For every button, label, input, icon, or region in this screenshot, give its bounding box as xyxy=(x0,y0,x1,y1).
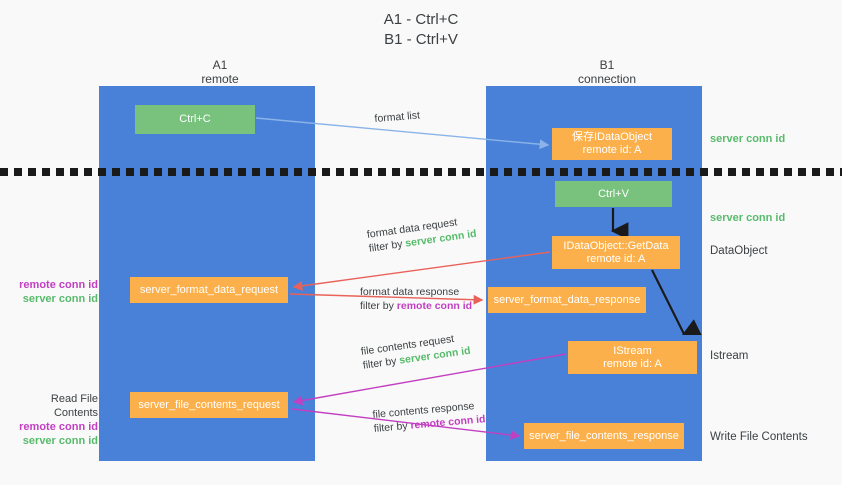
annotation-server-conn-id: server conn id xyxy=(22,293,98,305)
annotation-server-conn-id-mid: server conn id xyxy=(710,211,785,225)
column-b1-name: B1 xyxy=(599,58,615,72)
column-header-b1: B1 connection xyxy=(517,58,697,86)
column-b1-role: connection xyxy=(577,72,637,86)
column-a1-role: remote xyxy=(201,72,239,86)
phase-separator xyxy=(0,168,842,176)
node-server-file-contents-request[interactable]: server_file_contents_request xyxy=(130,392,288,418)
node-save-idataobject-label: 保存IDataObject xyxy=(571,131,653,143)
filter-prefix: filter by xyxy=(373,419,411,435)
annotation-write-file-contents: Write File Contents xyxy=(710,431,808,443)
annotation-server-conn-id: server conn id xyxy=(22,435,98,447)
annotation-text: server conn id xyxy=(710,133,786,145)
annotation-remote-conn-id: remote conn id xyxy=(19,421,98,433)
column-a1-name: A1 xyxy=(212,58,228,72)
node-ctrl-c[interactable]: Ctrl+C xyxy=(135,105,255,134)
node-idataobject-getdata-sub: remote id: A xyxy=(586,252,646,265)
node-server-format-data-response[interactable]: server_format_data_response xyxy=(488,287,646,313)
node-server-format-data-request[interactable]: server_format_data_request xyxy=(130,277,288,303)
annotation-server-conn-id-top: server conn id xyxy=(710,132,785,146)
annotation-read-file-header: Read File Contents xyxy=(50,393,98,419)
flow-format-data-response-line2: filter by remote conn id xyxy=(360,299,472,313)
annotation-istream: Istream xyxy=(710,350,749,362)
node-ctrl-c-label: Ctrl+C xyxy=(179,113,211,125)
annotation-remote-conn-id: remote conn id xyxy=(19,279,98,291)
annotation-read-file-contents: Read File Contents remote conn id server… xyxy=(8,392,98,448)
annotation-format-data-ids: remote conn id server conn id xyxy=(8,278,98,306)
flow-format-data-response-line1: format data response xyxy=(360,286,460,298)
node-server-format-data-response-label: server_format_data_response xyxy=(493,293,641,306)
annotation-dataobject: DataObject xyxy=(710,245,768,257)
node-server-file-contents-response-label: server_file_contents_response xyxy=(529,429,679,442)
node-ctrl-v[interactable]: Ctrl+V xyxy=(555,181,672,207)
node-save-idataobject[interactable]: 保存IDataObject remote id: A xyxy=(552,128,672,160)
flow-label-file-contents-request: file contents request filter by server c… xyxy=(360,330,471,373)
flow-label-format-data-response: format data response filter by remote co… xyxy=(360,285,472,313)
node-save-idataobject-sub: remote id: A xyxy=(582,144,642,156)
node-istream-sub: remote id: A xyxy=(603,357,662,370)
flow-label-file-contents-response: file contents response filter by remote … xyxy=(372,398,486,436)
filter-prefix: filter by xyxy=(368,237,407,255)
filter-key-remote-conn-id: remote conn id xyxy=(396,300,473,312)
node-istream-label: IStream xyxy=(613,344,652,357)
node-idataobject-getdata-label: IDataObject::GetData xyxy=(563,239,669,252)
node-istream[interactable]: IStream remote id: A xyxy=(568,341,697,374)
title-line-1: A1 - Ctrl+C xyxy=(383,11,459,28)
flow-format-list-line1: format list xyxy=(374,109,421,125)
node-idataobject-getdata[interactable]: IDataObject::GetData remote id: A xyxy=(552,236,680,269)
filter-prefix: filter by xyxy=(362,354,401,372)
node-server-file-contents-response[interactable]: server_file_contents_response xyxy=(524,423,684,449)
annotation-text: server conn id xyxy=(710,212,786,224)
filter-prefix: filter by xyxy=(360,300,397,312)
column-header-a1: A1 remote xyxy=(130,58,310,86)
node-server-format-data-request-label: server_format_data_request xyxy=(139,283,279,296)
flow-label-format-data-request: format data request filter by server con… xyxy=(366,213,477,256)
node-ctrl-v-label: Ctrl+V xyxy=(598,187,629,200)
node-server-file-contents-request-label: server_file_contents_request xyxy=(138,398,280,411)
title-line-2: B1 - Ctrl+V xyxy=(384,31,458,48)
flow-label-format-list: format list xyxy=(374,108,420,126)
page-title: A1 - Ctrl+C B1 - Ctrl+V xyxy=(0,10,842,50)
